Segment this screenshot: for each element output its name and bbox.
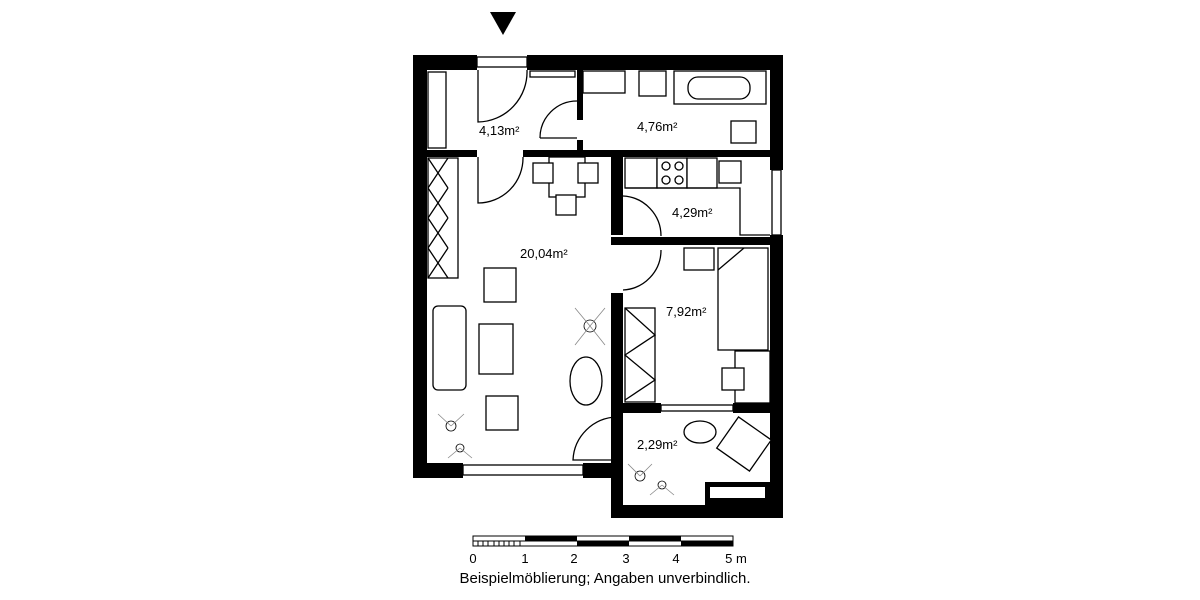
entrance-door-opening (476, 56, 528, 68)
balcony-table (683, 420, 717, 444)
kitchen-door-swing (622, 195, 662, 237)
room-area-living-room: 20,04m² (520, 246, 568, 261)
sink (638, 70, 667, 97)
furniture (427, 70, 773, 496)
coat-rack (529, 70, 576, 78)
room-area-hall: 4,13m² (479, 123, 520, 138)
kitchen-window (771, 169, 782, 236)
washing-machine (582, 70, 626, 94)
scale-bar (472, 535, 734, 547)
room-area-balcony: 2,29m² (637, 437, 678, 452)
bedroom-window (660, 404, 734, 412)
room-area-kitchen: 4,29m² (672, 205, 713, 220)
doors (477, 69, 662, 461)
wardrobe (427, 157, 459, 279)
room-area-bedroom: 7,92m² (666, 304, 707, 319)
scale-tick-2: 2 (570, 551, 577, 566)
scale-tick-4: 4 (672, 551, 679, 566)
coffee-table (478, 323, 514, 375)
bedroom-door-swing (622, 249, 662, 291)
entrance-arrow-icon (490, 12, 516, 35)
scale-tick-3: 3 (622, 551, 629, 566)
entrance-door-swing (477, 69, 528, 123)
armchair (483, 267, 517, 303)
plant-icon (574, 307, 606, 346)
caption: Beispielmöblierung; Angaben unverbindlic… (459, 570, 750, 587)
lounger (715, 416, 773, 472)
armchair (485, 395, 519, 431)
scale-tick-1: 1 (521, 551, 528, 566)
counter (624, 157, 658, 189)
bedroom-wardrobe (624, 307, 656, 403)
balcony-door-swing (572, 416, 618, 461)
rug (569, 356, 603, 406)
scale-tick-0: 0 (469, 551, 476, 566)
scale-tick-5: 5 m (725, 551, 747, 566)
stove (656, 157, 688, 189)
plant-icon (627, 463, 675, 496)
hall-bench (427, 71, 447, 149)
living-window (462, 464, 584, 476)
room-area-bathroom: 4,76m² (637, 119, 678, 134)
plant-icon (437, 413, 473, 459)
toilet (730, 120, 757, 144)
sofa (432, 305, 467, 391)
walls (413, 55, 783, 518)
kitchen-sink (686, 157, 718, 189)
hall-door-swing (477, 156, 524, 204)
